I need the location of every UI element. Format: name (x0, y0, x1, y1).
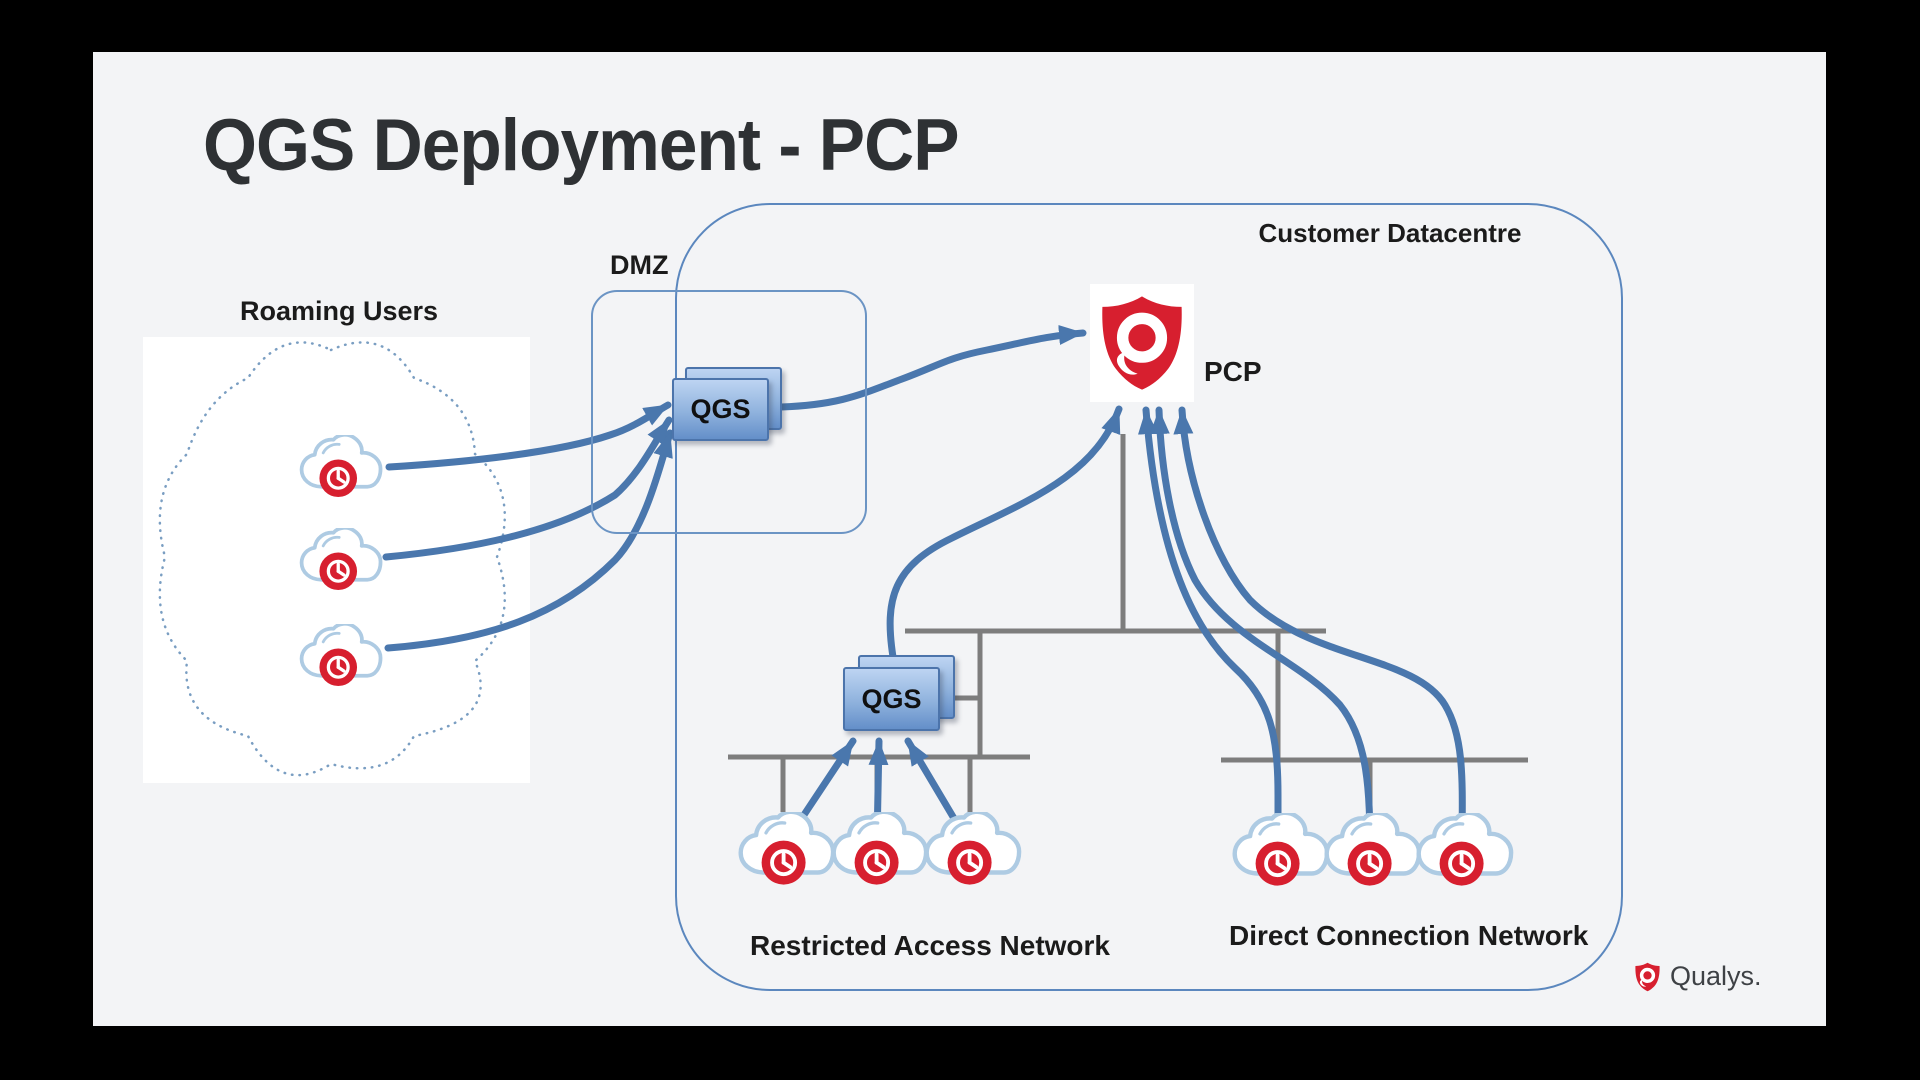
qualys-logo: Qualys. (1634, 961, 1762, 992)
connection-arrows (382, 325, 1466, 860)
page-title: QGS Deployment - PCP (203, 105, 959, 186)
customer-datacentre-box (675, 203, 1623, 991)
qgs-dmz-server: QGS (672, 378, 769, 441)
qgs-restricted-server: QGS (843, 667, 940, 731)
pcp-node (1090, 284, 1194, 402)
pcp-label: PCP (1204, 356, 1262, 387)
qualys-wordmark: Qualys. (1670, 961, 1762, 991)
roaming-dotted-cloud (158, 341, 507, 777)
dmz-label: DMZ (610, 250, 669, 280)
slide-canvas: QGS Deployment - PCP Roaming Users DMZ C… (93, 52, 1826, 1026)
roaming-users-label: Roaming Users (239, 296, 439, 326)
qgs-dmz-label: QGS (690, 394, 751, 424)
direct-connection-network-label: Direct Connection Network (1229, 920, 1589, 951)
qualys-shield-icon (1102, 296, 1182, 390)
dmz-box (591, 290, 867, 534)
customer-datacentre-label: Customer Datacentre (1258, 218, 1522, 248)
network-diagram (143, 325, 1528, 1026)
qgs-restricted-label: QGS (861, 683, 922, 714)
qualys-shield-icon (1635, 962, 1660, 991)
restricted-access-network-label: Restricted Access Network (750, 930, 1111, 961)
